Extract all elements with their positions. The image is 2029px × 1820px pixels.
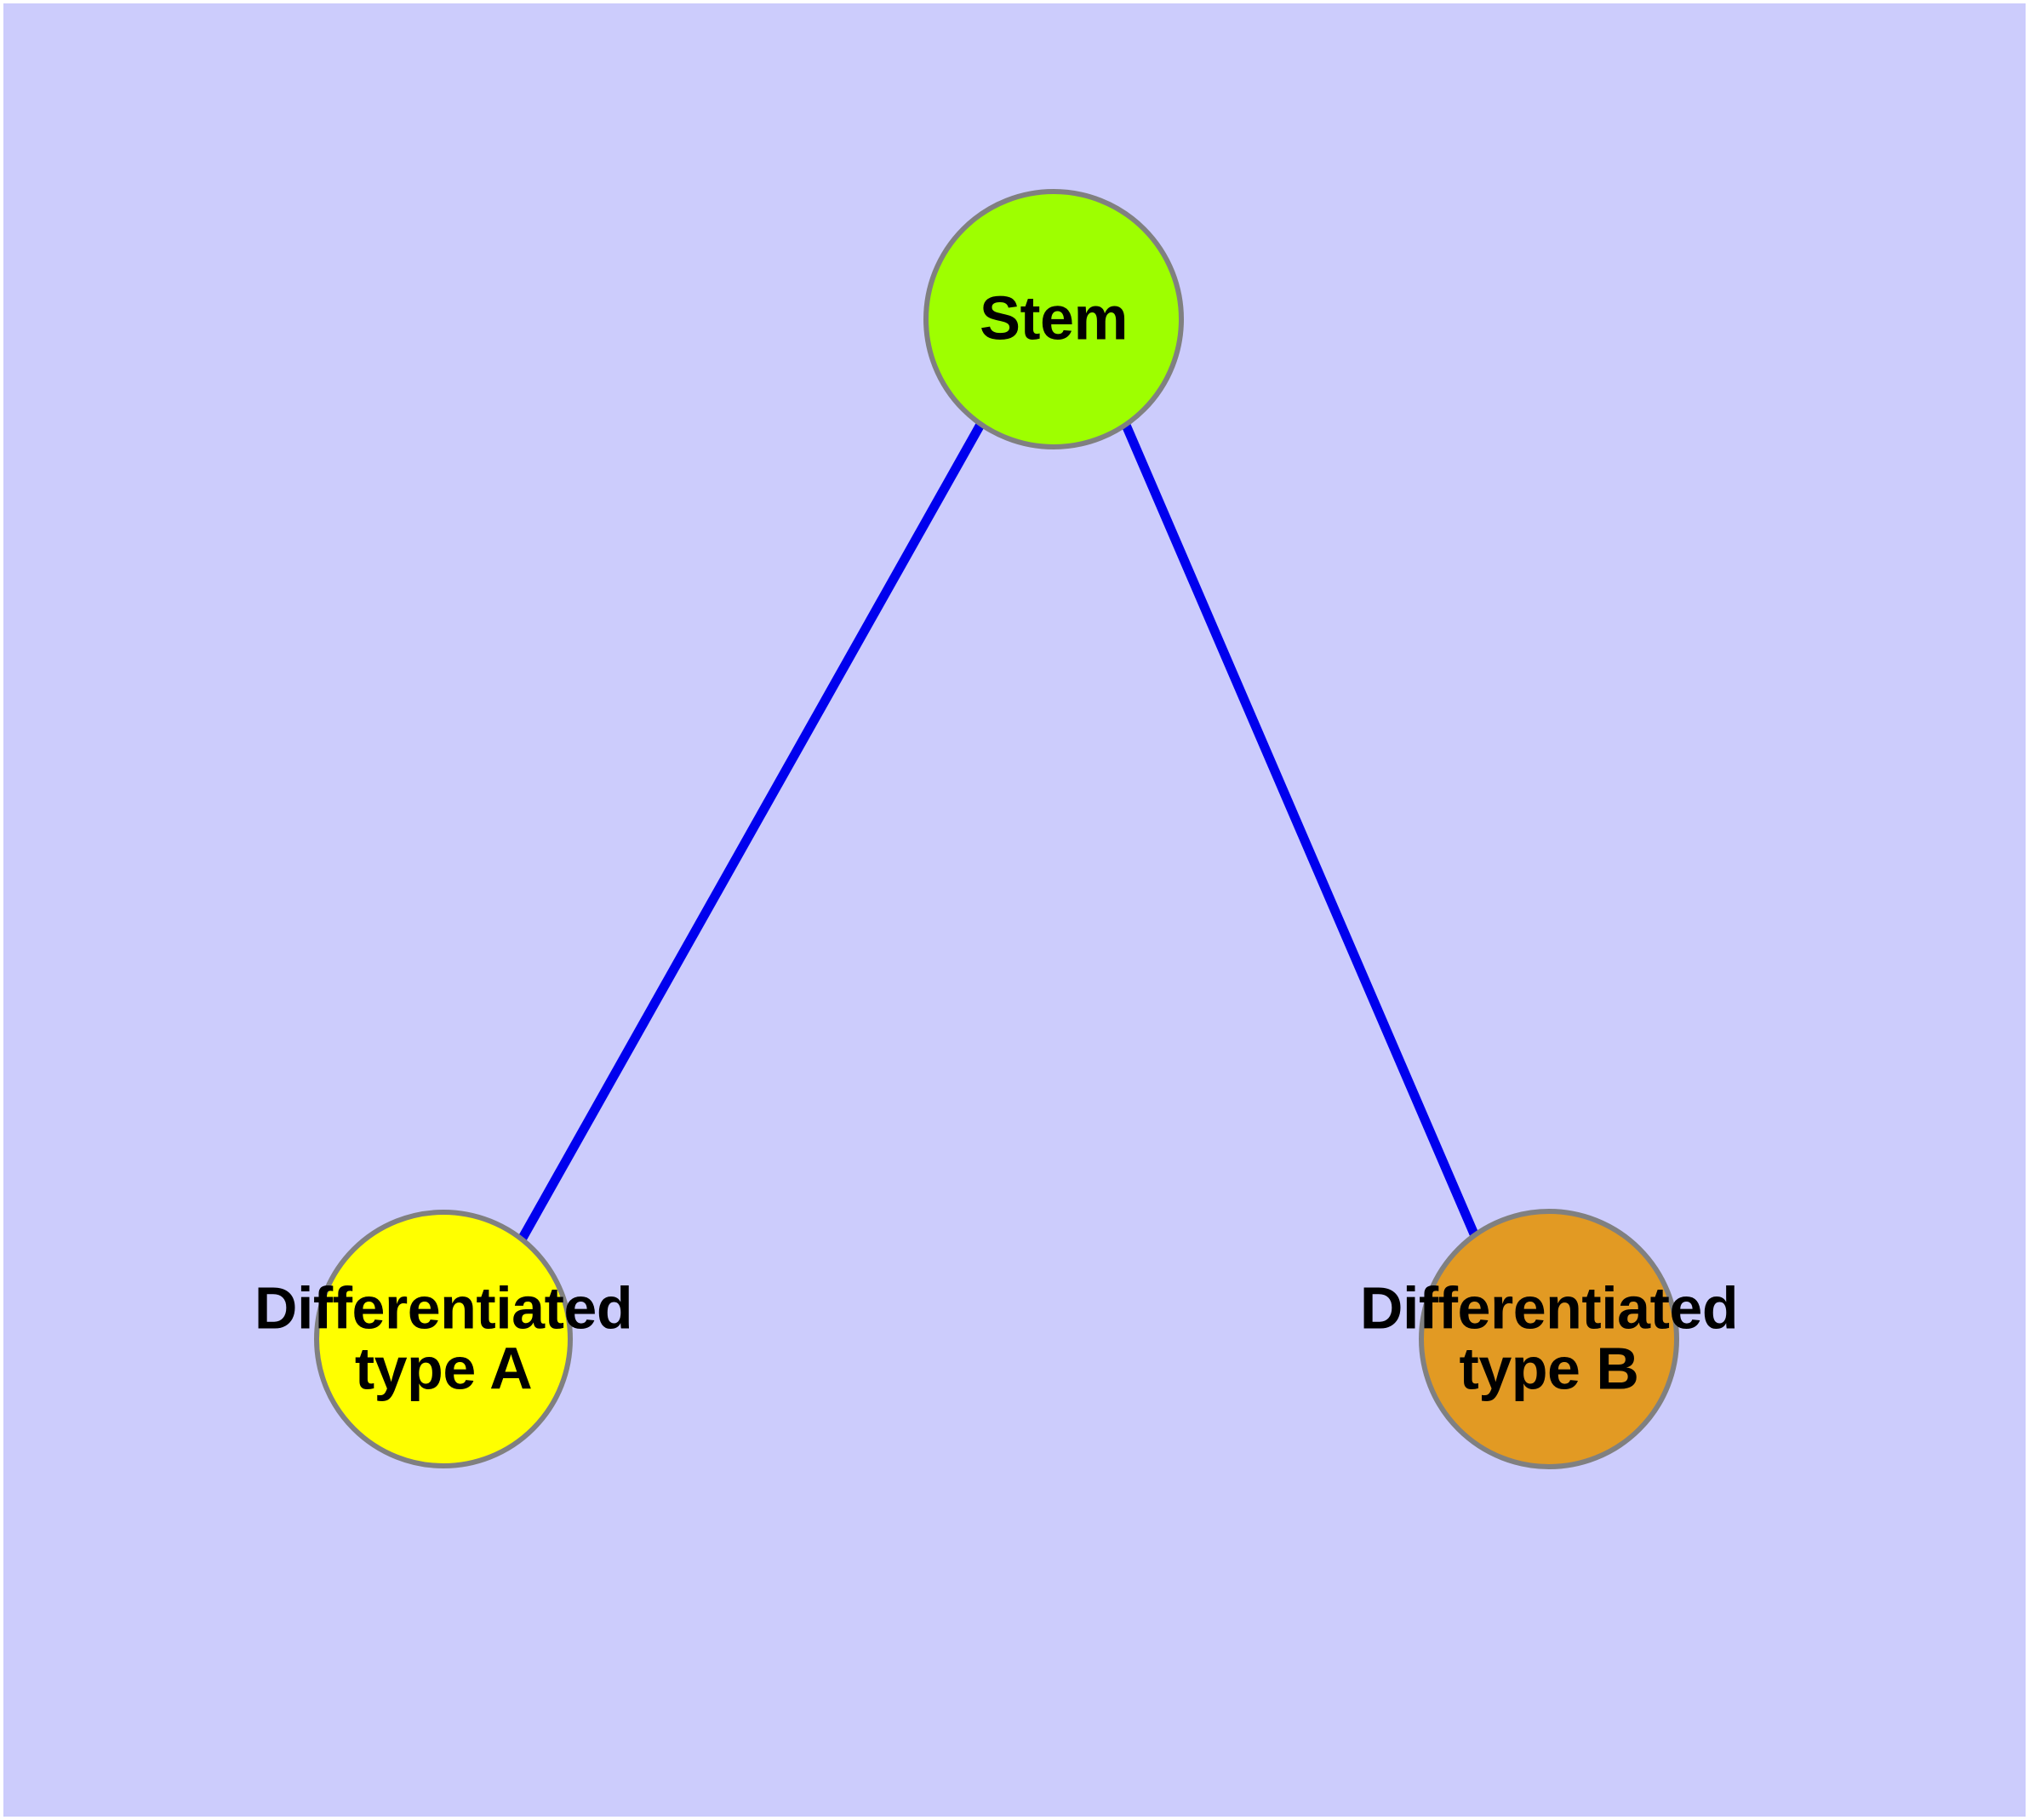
edge-stem-to-differentiated-type-b[interactable] bbox=[1120, 421, 1480, 1239]
edge-layer bbox=[517, 421, 1480, 1242]
edge-stem-to-differentiated-type-a[interactable] bbox=[517, 421, 986, 1242]
node-differentiated-type-a-circle[interactable] bbox=[314, 1210, 573, 1468]
node-stem-circle[interactable] bbox=[923, 189, 1184, 449]
node-layer bbox=[314, 189, 1679, 1469]
node-differentiated-type-b-circle[interactable] bbox=[1419, 1209, 1679, 1469]
